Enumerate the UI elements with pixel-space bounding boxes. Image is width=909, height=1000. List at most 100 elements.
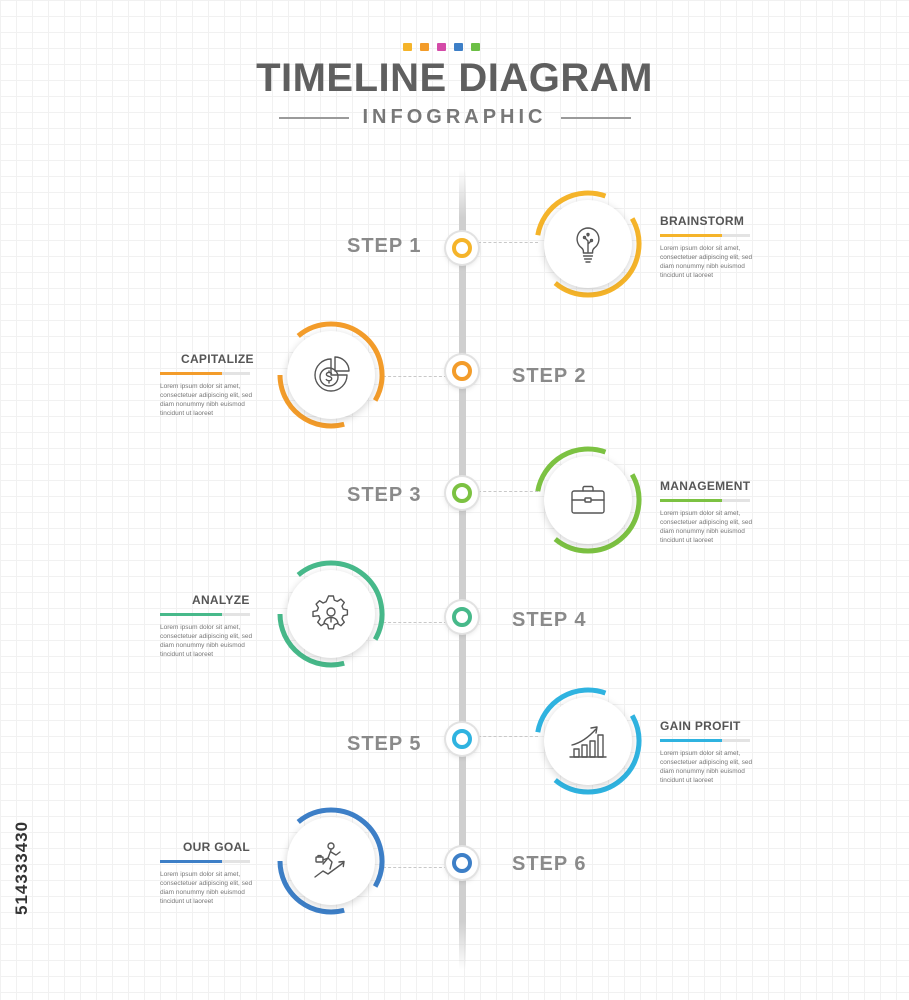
step-circle [276,559,386,669]
description-line: Lorem ipsum dolor sit amet, [660,510,741,517]
connector-line [383,622,447,623]
arc-decoration [535,446,642,554]
icon-badge [544,456,632,544]
timeline-node [446,477,478,509]
arc-decoration [535,687,642,795]
accent-bar [660,499,750,502]
step-title: OUR GOAL [183,840,251,854]
color-dot [454,43,463,51]
connector-line [383,867,447,868]
accent-bar-fill [660,499,722,502]
connector-line [478,736,538,737]
accent-bar-fill [160,613,222,616]
growth-chart-icon [569,726,607,758]
icon-badge [544,697,632,785]
description-line: Lorem ipsum dolor sit amet, [660,750,741,757]
step-info-card: CAPITALIZE Lorem ipsum dolor sit amet, c… [160,352,260,418]
step-label: STEP 3 [347,484,422,506]
description-line: tincidunt ut laoreet [160,651,214,658]
subtitle-divider-right [560,116,631,119]
step-title: ANALYZE [192,593,250,607]
arc-segment [277,374,345,429]
description-line: Lorem ipsum dolor sit amet, [160,383,241,390]
accent-bar-fill [660,739,722,742]
accent-bar [660,234,750,237]
page-title: TIMELINE DIAGRAM [256,56,653,100]
description-line: diam nonummy nibh euismod [660,528,745,535]
briefcase-icon [571,485,605,514]
step-label: STEP 6 [512,853,587,875]
step-description: Lorem ipsum dolor sit amet, consectetuer… [660,749,760,785]
node-ring [452,483,472,503]
node-ring [452,853,472,873]
arc-decoration [277,321,385,429]
lightbulb-icon [576,227,600,263]
color-dot [420,43,429,51]
node-ring [452,607,472,627]
timeline-node [446,355,478,387]
step-label: STEP 1 [347,235,422,257]
description-line: tincidunt ut laoreet [660,777,714,784]
description-line: diam nonummy nibh euismod [160,889,245,896]
description-line: Lorem ipsum dolor sit amet, [160,624,241,631]
arc-decoration [277,807,385,915]
arc-segment [535,687,607,733]
color-dot [437,43,446,51]
description-line: consectetuer adipiscing elit, sed [160,633,253,640]
step-label: STEP 2 [512,365,587,387]
step-label: STEP 5 [347,733,422,755]
description-line: diam nonummy nibh euismod [160,401,245,408]
timeline-node [446,723,478,755]
description-line: diam nonummy nibh euismod [660,263,745,270]
step-circle [276,806,386,916]
description-line: tincidunt ut laoreet [160,898,214,905]
description-line: consectetuer adipiscing elit, sed [660,254,753,261]
accent-bar-fill [160,860,222,863]
description-line: consectetuer adipiscing elit, sed [160,880,253,887]
arc-segment [553,473,642,554]
node-ring [452,238,472,258]
arc-segment [535,446,607,492]
step-description: Lorem ipsum dolor sit amet, consectetuer… [160,623,260,659]
icon-badge [287,331,375,419]
accent-bar-fill [160,372,222,375]
accent-bar [160,372,250,375]
timeline-axis [459,170,466,970]
step-info-card: ANALYZE Lorem ipsum dolor sit amet, cons… [160,593,260,659]
accent-bar [160,613,250,616]
arc-segment [277,860,345,915]
step-description: Lorem ipsum dolor sit amet, consectetuer… [660,244,760,280]
description-line: Lorem ipsum dolor sit amet, [660,245,741,252]
icon-badge [287,817,375,905]
stock-id-text: 514333430 [12,820,31,915]
subtitle-row: INFOGRAPHIC [0,106,909,129]
stock-id-label: 514333430 [12,765,31,915]
accent-bar-fill [660,234,722,237]
accent-bar [160,860,250,863]
step-info-card: OUR GOAL Lorem ipsum dolor sit amet, con… [160,840,260,906]
node-ring [452,729,472,749]
subtitle-divider-left [278,116,349,119]
description-line: tincidunt ut laoreet [660,272,714,279]
description-line: consectetuer adipiscing elit, sed [660,759,753,766]
accent-bar [660,739,750,742]
description-line: diam nonummy nibh euismod [660,768,745,775]
step-title: GAIN PROFIT [660,719,741,733]
arc-segment [553,217,642,298]
description-line: consectetuer adipiscing elit, sed [660,519,753,526]
step-description: Lorem ipsum dolor sit amet, consectetuer… [160,870,260,906]
step-circle [533,189,643,299]
businessman-climbing-icon [314,842,345,878]
step-info-card: GAIN PROFIT Lorem ipsum dolor sit amet, … [660,719,760,785]
step-circle [533,445,643,555]
description-line: diam nonummy nibh euismod [160,642,245,649]
timeline-node [446,847,478,879]
color-dot [403,43,412,51]
page-subtitle: INFOGRAPHIC [362,106,547,128]
step-title: BRAINSTORM [660,214,745,228]
arc-decoration [535,190,642,298]
connector-line [478,242,538,243]
step-circle [533,686,643,796]
step-description: Lorem ipsum dolor sit amet, consectetuer… [660,509,760,545]
